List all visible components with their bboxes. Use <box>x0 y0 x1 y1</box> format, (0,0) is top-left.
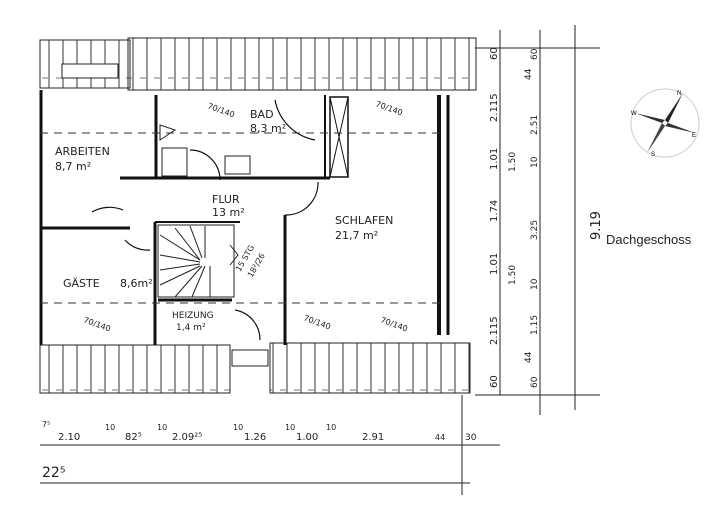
window-label: 70/140 <box>206 101 236 119</box>
dim-label: 60 <box>530 48 540 60</box>
roof-top <box>39 37 477 91</box>
room-flur-name: FLUR <box>212 193 240 206</box>
room-schlafen-name: SCHLAFEN <box>335 214 393 227</box>
dim-label: 44 <box>435 433 445 442</box>
window-label: 70/140 <box>379 315 409 333</box>
dim-total-height: 9.19 <box>589 211 604 240</box>
dim-label: 3.25 <box>530 220 540 240</box>
dim-label: 1.15 <box>530 315 540 335</box>
window-label: 70/140 <box>374 99 404 117</box>
dim-label: 10 <box>157 423 167 432</box>
staircase <box>157 224 239 298</box>
room-arbeiten-name: ARBEITEN <box>55 145 110 158</box>
dims-bottom: 7⁵ 2.10 10 82⁵ 10 2.09²⁵ 10 1.26 10 1.00… <box>42 420 477 443</box>
room-heizung-area: 1,4 m² <box>176 323 206 333</box>
dim-label: 2.115 <box>489 93 500 122</box>
slope-lines <box>40 132 440 304</box>
room-gaeste-name: GÄSTE <box>63 277 100 290</box>
compass-n: N <box>677 91 681 97</box>
dim-label: 60 <box>489 47 500 60</box>
dim-label: 1.01 <box>489 148 500 170</box>
dim-label: 1.01 <box>489 253 500 275</box>
room-heizung-name: HEIZUNG <box>172 311 214 321</box>
dim-label: 1.00 <box>296 432 318 443</box>
dim-label: 60 <box>530 376 540 388</box>
room-schlafen-area: 21,7 m² <box>335 229 378 242</box>
dim-label: 10 <box>285 423 295 432</box>
window-label: 70/140 <box>302 313 332 331</box>
compass-e: E <box>692 133 696 139</box>
dimension-lines <box>40 25 600 495</box>
dim-total-width: 22⁵ <box>42 465 65 481</box>
room-flur-area: 13 m² <box>212 206 245 219</box>
room-bad-area: 8,3 m² <box>250 122 286 135</box>
room-gaeste-area: 8,6m² <box>120 277 153 290</box>
room-bad-name: BAD <box>250 108 274 121</box>
dim-label: 30 <box>465 433 477 443</box>
dim-label: 2.09²⁵ <box>172 432 202 443</box>
dim-label: 2.115 <box>489 316 500 345</box>
dims-right-inner: 60 2.115 1.01 1.74 1.01 2.115 60 <box>489 47 500 388</box>
dim-label: 10 <box>105 423 115 432</box>
dim-label: 44 <box>524 351 534 363</box>
dim-label: 2.10 <box>58 432 80 443</box>
dims-right-middle: 44 60 2.51 1.50 10 3.25 1.50 10 1.15 44 … <box>508 48 540 388</box>
dim-label: 60 <box>489 375 500 388</box>
dim-label: 44 <box>524 68 534 80</box>
dim-label: 10 <box>233 423 243 432</box>
dim-label: 2.51 <box>530 115 540 135</box>
dim-label: 10 <box>530 278 540 290</box>
dim-label: 1.74 <box>489 200 500 222</box>
room-arbeiten-area: 8,7 m² <box>55 160 91 173</box>
dim-label: 10 <box>326 423 336 432</box>
dim-label: 7⁵ <box>42 420 50 429</box>
floor-title: Dachgeschoss <box>606 232 692 247</box>
dim-label: 1.50 <box>508 265 518 285</box>
window-label: 70/140 <box>82 315 112 333</box>
dim-label: 10 <box>530 156 540 168</box>
dim-label: 1.50 <box>508 152 518 172</box>
compass-icon: N S W E <box>630 88 700 158</box>
dim-label: 2.91 <box>362 432 384 443</box>
compass-s: S <box>651 152 655 158</box>
compass-w: W <box>631 111 637 117</box>
doors <box>91 99 319 341</box>
roof-bottom <box>39 342 471 394</box>
dim-label: 82⁵ <box>125 432 142 443</box>
dim-label: 1.26 <box>244 432 266 443</box>
